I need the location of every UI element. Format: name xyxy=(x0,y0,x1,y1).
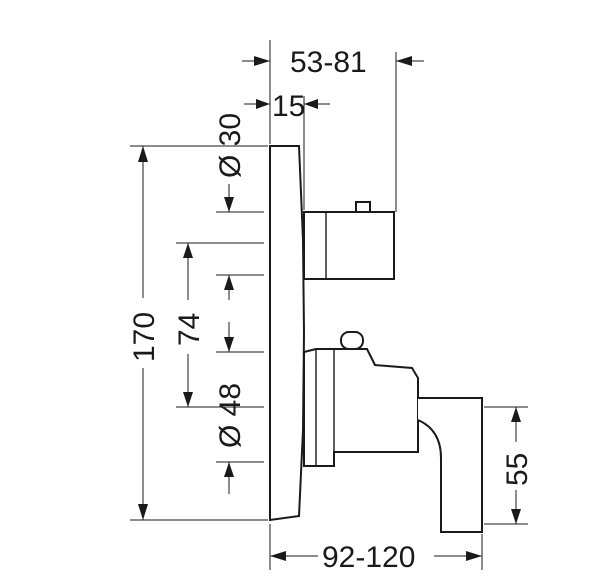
dim-wall-offset-label: 15 xyxy=(272,90,305,123)
dim-depth-range: 53-81 xyxy=(242,46,424,79)
dim-diameter-top-label: Ø 30 xyxy=(214,113,247,178)
dim-lower-top-arrows xyxy=(224,275,234,352)
dim-height-total-label: 170 xyxy=(128,312,161,362)
dim-diameter-lower: Ø 48 xyxy=(214,383,247,494)
extension-lines xyxy=(130,40,528,570)
dim-lever-height: 55 xyxy=(501,407,534,524)
upper-knob xyxy=(303,201,395,280)
cover-plate xyxy=(269,145,306,522)
dim-diameter-top: Ø 30 xyxy=(214,113,247,212)
dim-lever-height-label: 55 xyxy=(501,453,534,486)
dim-wall-offset: 15 xyxy=(244,90,330,123)
dim-diameter-lower-label: Ø 48 xyxy=(214,383,247,448)
dim-width-range: 92-120 xyxy=(270,541,482,574)
dim-depth-range-label: 53-81 xyxy=(290,46,367,79)
dim-spacing-center-label: 74 xyxy=(173,313,206,346)
dim-width-range-label: 92-120 xyxy=(322,541,415,574)
lower-thermostat-handle xyxy=(303,331,483,533)
dim-height-total: 170 xyxy=(128,146,161,520)
dim-spacing-center: 74 xyxy=(173,243,206,407)
